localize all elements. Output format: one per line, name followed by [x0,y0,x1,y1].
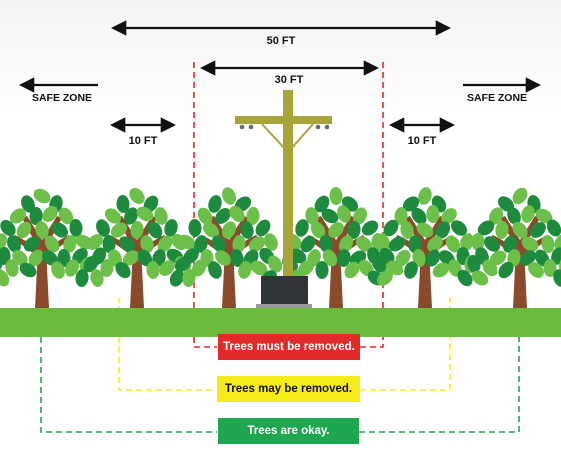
tree [83,187,191,308]
trees-group [0,187,561,308]
tree [371,187,478,308]
legend-may-remove: Trees may be removed. [217,376,360,402]
legend-okay: Trees are okay. [218,418,359,444]
legend-must-remove: Trees must be removed. [218,334,360,360]
label-safe-zone-left: SAFE ZONE [32,92,92,104]
tree [174,187,283,308]
yellow-zone-bracket [118,337,451,391]
transformer-pad [256,304,312,309]
label-safe-zone-right: SAFE ZONE [467,92,527,104]
label-30ft: 30 FT [275,74,304,86]
tree [467,187,561,308]
label-10ft-right: 10 FT [408,135,437,147]
tree [0,188,97,308]
label-10ft-left: 10 FT [129,135,158,147]
ground [0,308,561,337]
tree [282,187,389,308]
utility-pole [235,90,332,285]
transformer-box [261,276,308,306]
red-zone-bracket [193,337,384,348]
label-50ft: 50 FT [267,35,296,47]
green-zone-bracket [40,337,520,433]
